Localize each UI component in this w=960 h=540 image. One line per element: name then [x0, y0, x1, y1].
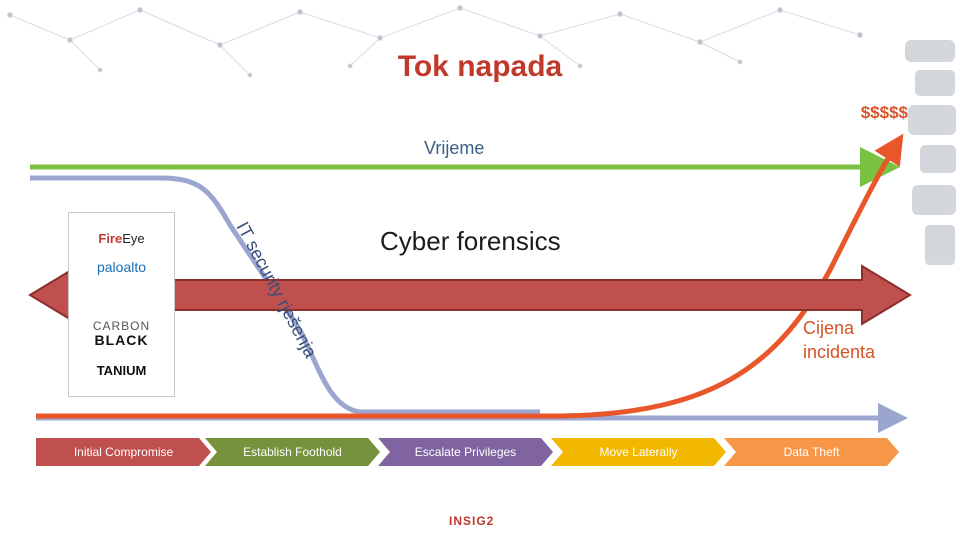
- fireeye-brand: Fire: [98, 231, 123, 246]
- robot-hand-graphic: [905, 40, 956, 265]
- incident-cost-label: Cijena incidenta: [803, 316, 875, 364]
- stage-chevron: Data Theft: [724, 438, 899, 466]
- page-title: Tok napada: [397, 50, 563, 83]
- stage-label: Escalate Privileges: [414, 445, 517, 459]
- stage-label: Establish Foothold: [243, 445, 342, 459]
- stage-chevron: Move Laterally: [551, 438, 726, 466]
- it-security-curve: [30, 175, 540, 415]
- money-label: $$$$$: [860, 103, 908, 122]
- stage-chevron-shape: [205, 438, 380, 466]
- time-label: Vrijeme: [424, 138, 485, 158]
- cost-label-line2: incidenta: [803, 342, 876, 362]
- stage-chevron-shape: [551, 438, 726, 466]
- tanium-logo: TANIUM: [96, 363, 147, 378]
- cyber-forensics-label: Cyber forensics: [380, 226, 561, 256]
- vendor-logos-box: FireEye paloalto CARBON BLACK TANIUM: [68, 212, 175, 397]
- stage-chevron-shape: [36, 438, 211, 466]
- fireeye-logo: FireEye: [69, 231, 174, 246]
- stage-chevron: Initial Compromise: [36, 438, 211, 466]
- stage-chevron: Escalate Privileges: [378, 438, 553, 466]
- insig2-logo: INSIG2: [449, 514, 495, 528]
- fireeye-rest: Eye: [122, 231, 145, 246]
- carbon-black-logo-line1: CARBON: [92, 319, 151, 333]
- stage-chevron-shape: [724, 438, 899, 466]
- stage-label: Move Laterally: [599, 445, 678, 459]
- stage-chevron-shape: [378, 438, 553, 466]
- stage-label: Data Theft: [783, 445, 840, 459]
- paloalto-logo: paloalto: [96, 259, 147, 275]
- cost-label-line1: Cijena: [803, 318, 855, 338]
- carbon-black-logo-line2: BLACK: [94, 332, 149, 348]
- stage-label: Initial Compromise: [73, 445, 174, 459]
- stage-chevron: Establish Foothold: [205, 438, 380, 466]
